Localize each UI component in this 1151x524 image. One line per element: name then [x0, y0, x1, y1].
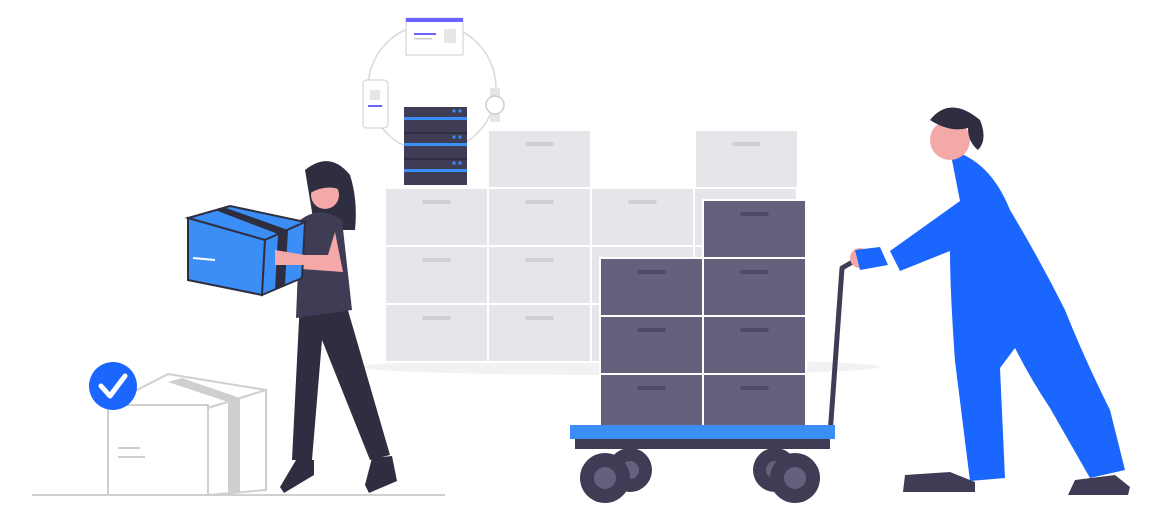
storage-box [702, 315, 807, 375]
box-handle [637, 270, 666, 274]
storage-box [694, 129, 799, 189]
box-handle [637, 386, 666, 390]
storage-box [702, 257, 807, 317]
storage-box [384, 245, 489, 305]
box-handle [637, 328, 666, 332]
storage-box [702, 199, 807, 259]
storage-box [702, 373, 807, 433]
phone-icon [362, 79, 389, 129]
box-handle [732, 142, 761, 146]
box-handle [525, 316, 554, 320]
box-handle [628, 200, 657, 204]
blue-package [184, 204, 309, 297]
box-handle [422, 200, 451, 204]
delivered-package [104, 372, 267, 497]
storage-box [384, 303, 489, 363]
storage-box [487, 129, 592, 189]
storage-box [599, 373, 704, 433]
storage-box [599, 315, 704, 375]
watch-icon [485, 88, 505, 122]
storage-box [487, 303, 592, 363]
storage-box [487, 187, 592, 247]
box-handle [740, 212, 769, 216]
box-handle [740, 270, 769, 274]
storage-box [384, 187, 489, 247]
box-handle [422, 316, 451, 320]
server-rack-icon [404, 107, 467, 185]
box-handle [422, 258, 451, 262]
box-handle [740, 386, 769, 390]
browser-window-icon [405, 17, 464, 56]
cart-boxes [599, 199, 807, 433]
man-pushing-cart [850, 107, 1130, 495]
cart-wheel [770, 453, 820, 503]
box-handle [525, 200, 554, 204]
box-handle [525, 142, 554, 146]
check-icon [89, 362, 137, 410]
box-handle [740, 328, 769, 332]
storage-box [487, 245, 592, 305]
storage-box [590, 187, 695, 247]
cart-wheel [580, 453, 630, 503]
hand-truck-cart [570, 257, 859, 503]
storage-box [599, 257, 704, 317]
woman-carrying-box [184, 161, 397, 493]
device-network [362, 17, 505, 153]
box-handle [525, 258, 554, 262]
